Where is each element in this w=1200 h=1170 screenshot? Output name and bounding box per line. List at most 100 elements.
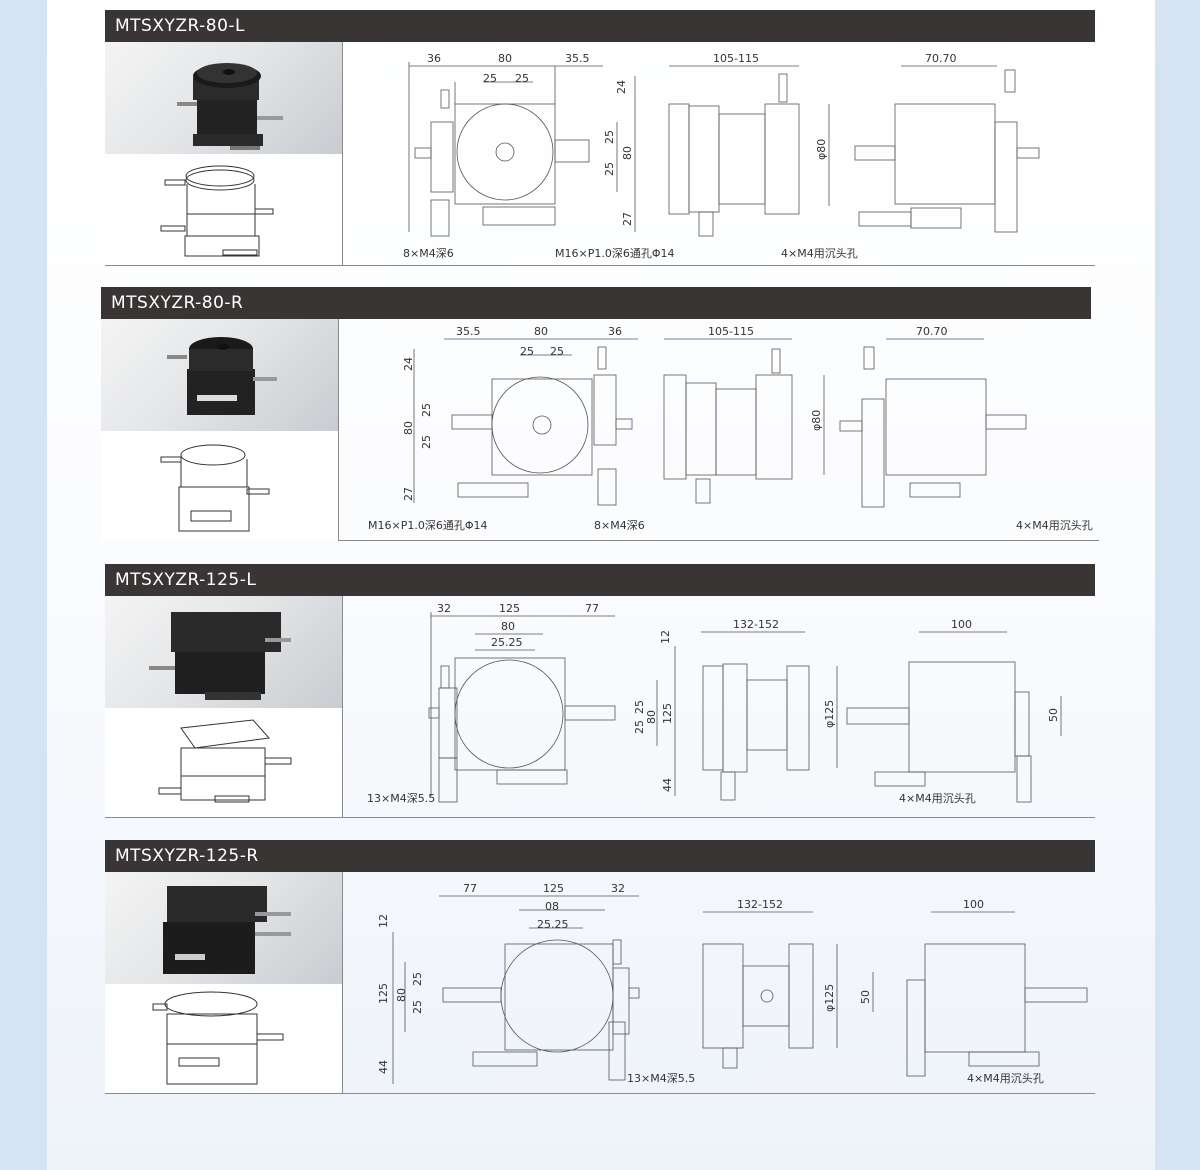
dim-label: 77 bbox=[463, 882, 477, 895]
dim-label: 35.5 bbox=[565, 52, 590, 65]
dim-label: 105-115 bbox=[713, 52, 759, 65]
dim-label: 44 bbox=[661, 778, 674, 792]
product-line-drawing bbox=[101, 431, 339, 541]
dim-label: 80 bbox=[645, 710, 658, 724]
dim-label: 12 bbox=[659, 630, 672, 644]
section-title-bar: MTSXYZR-80-L bbox=[105, 10, 1095, 42]
dim-label: 25 bbox=[483, 72, 497, 85]
dim-label: 25 bbox=[515, 72, 529, 85]
product-line-drawing bbox=[105, 708, 343, 818]
dim-label: φ125 bbox=[823, 700, 836, 728]
callout-note: 4×M4用沉头孔 bbox=[781, 247, 858, 260]
dim-label: 25.25 bbox=[537, 918, 569, 931]
product-line-drawing bbox=[105, 984, 343, 1094]
dimension-drawing: 32 125 77 80 25.25 12 25 25 80 125 44 13… bbox=[367, 602, 1062, 805]
dim-label: 24 bbox=[402, 357, 415, 371]
section-divider bbox=[342, 42, 343, 266]
dim-label: 44 bbox=[377, 1060, 390, 1074]
dim-label: φ80 bbox=[810, 410, 823, 431]
dim-label: 25 bbox=[603, 162, 616, 176]
dim-label: 80 bbox=[534, 325, 548, 338]
dim-label: 25 bbox=[603, 130, 616, 144]
dim-label: 80 bbox=[621, 146, 634, 160]
dim-label: 25 bbox=[550, 345, 564, 358]
dim-label: 12 bbox=[377, 914, 390, 928]
dim-label: φ80 bbox=[815, 139, 828, 160]
dim-label: 27 bbox=[402, 487, 415, 501]
dim-label: 125 bbox=[661, 703, 674, 724]
stage-iso-drawing bbox=[152, 991, 284, 1085]
dim-label: 125 bbox=[543, 882, 564, 895]
dim-label: 132-152 bbox=[733, 618, 779, 631]
product-photo-render bbox=[101, 319, 339, 431]
dim-label: 77 bbox=[585, 602, 599, 615]
stage-photo-image bbox=[177, 63, 283, 150]
dim-label: 35.5 bbox=[456, 325, 481, 338]
dim-label: 70.70 bbox=[925, 52, 957, 65]
stage-photo-image bbox=[149, 612, 291, 700]
callout-note: M16×P1.0深6通孔Φ14 bbox=[555, 247, 675, 260]
section-title-bar: MTSXYZR-80-R bbox=[101, 287, 1091, 319]
callout-note: 4×M4用沉头孔 bbox=[899, 792, 976, 805]
section-divider bbox=[342, 596, 343, 818]
dim-label: 125 bbox=[499, 602, 520, 615]
dim-label: 36 bbox=[427, 52, 441, 65]
dim-label: 32 bbox=[611, 882, 625, 895]
right-margin-band bbox=[1155, 0, 1200, 1170]
stage-iso-drawing bbox=[158, 719, 292, 803]
section-title: MTSXYZR-80-R bbox=[111, 293, 244, 313]
section-bottom-rule bbox=[105, 817, 1095, 818]
dim-label: 25.25 bbox=[491, 636, 523, 649]
section-title: MTSXYZR-125-R bbox=[115, 846, 259, 866]
dim-label: 50 bbox=[859, 990, 872, 1004]
dimension-drawing: 35.5 80 36 25 25 24 25 25 80 27 105-115 … bbox=[368, 325, 1093, 532]
callout-note: 4×M4用沉头孔 bbox=[1016, 519, 1093, 532]
dim-label: 80 bbox=[501, 620, 515, 633]
callout-note: 4×M4用沉头孔 bbox=[967, 1072, 1044, 1085]
callout-note: 8×M4深6 bbox=[594, 519, 645, 532]
section-bottom-rule bbox=[105, 265, 1095, 266]
dim-label: 27 bbox=[621, 212, 634, 226]
callout-note: 8×M4深6 bbox=[403, 247, 454, 260]
dim-label: 25 bbox=[411, 972, 424, 986]
section-title-bar: MTSXYZR-125-R bbox=[105, 840, 1095, 872]
dim-label: 100 bbox=[963, 898, 984, 911]
dim-label: 25 bbox=[633, 720, 646, 734]
callout-note: M16×P1.0深6通孔Φ14 bbox=[368, 519, 488, 532]
product-line-drawing bbox=[105, 154, 343, 264]
left-margin-band bbox=[0, 0, 47, 1170]
dim-label: 25 bbox=[411, 1000, 424, 1014]
section-divider bbox=[342, 872, 343, 1094]
dim-label: 70.70 bbox=[916, 325, 948, 338]
dim-label: 08 bbox=[545, 900, 559, 913]
product-photo-render bbox=[105, 596, 343, 708]
section-divider bbox=[338, 319, 339, 541]
dim-label: 24 bbox=[615, 80, 628, 94]
dim-label: 132-152 bbox=[737, 898, 783, 911]
dim-label: 36 bbox=[608, 325, 622, 338]
dim-label: 25 bbox=[633, 700, 646, 714]
stage-photo-image bbox=[163, 886, 291, 974]
dim-label: 105-115 bbox=[708, 325, 754, 338]
callout-note: 13×M4深5.5 bbox=[627, 1072, 695, 1085]
stage-iso-drawing bbox=[160, 165, 274, 257]
dimension-drawing: 77 125 32 08 25.25 12 25 25 80 125 44 13… bbox=[377, 882, 1088, 1085]
product-photo-render bbox=[105, 872, 343, 984]
dim-label: 80 bbox=[402, 421, 415, 435]
section-title: MTSXYZR-125-L bbox=[115, 570, 257, 590]
dim-label: 25 bbox=[420, 403, 433, 417]
dim-label: 125 bbox=[377, 983, 390, 1004]
dim-label: 80 bbox=[395, 988, 408, 1002]
stage-photo-image bbox=[167, 337, 277, 415]
dim-label: 80 bbox=[498, 52, 512, 65]
dim-label: 32 bbox=[437, 602, 451, 615]
dim-label: φ125 bbox=[823, 984, 836, 1012]
dim-label: 100 bbox=[951, 618, 972, 631]
section-bottom-rule bbox=[105, 1093, 1095, 1094]
section-title: MTSXYZR-80-L bbox=[115, 16, 246, 36]
stage-iso-drawing bbox=[160, 444, 270, 532]
dim-label: 25 bbox=[520, 345, 534, 358]
callout-note: 13×M4深5.5 bbox=[367, 792, 435, 805]
dim-label: 50 bbox=[1047, 708, 1060, 722]
product-photo-render bbox=[105, 42, 343, 154]
